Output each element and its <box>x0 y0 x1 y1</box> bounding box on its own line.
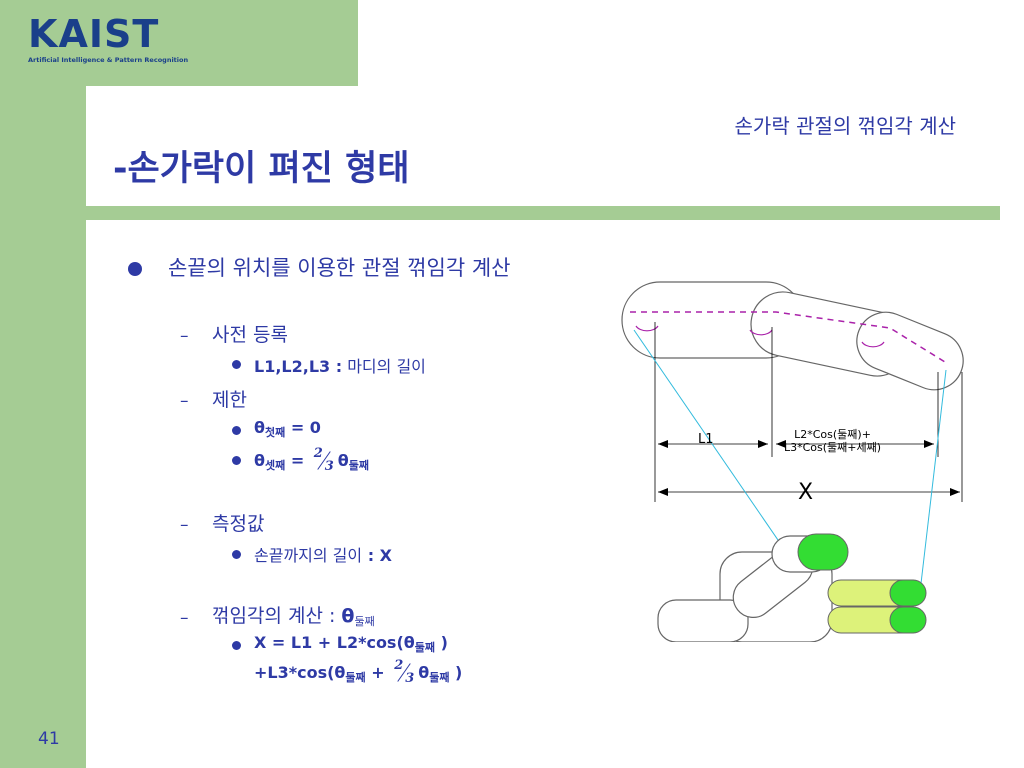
bullet-icon <box>232 360 241 369</box>
fingertip-length-item: 손끝까지의 길이 : X <box>254 542 392 566</box>
theta-symbol: θ <box>341 605 355 627</box>
logo-subtitle: Artificial Intelligence & Pattern Recogn… <box>28 56 189 64</box>
formula-line-1: X = L1 + L2*cos(θ둘째 ) <box>254 633 448 654</box>
dash-icon: – <box>180 608 189 628</box>
theta-third-eq: = <box>285 451 310 470</box>
lengths-item: L1,L2,L3 : 마디의 길이 <box>254 353 426 377</box>
segment-l3 <box>856 311 964 391</box>
fingertip-length-var: : X <box>362 546 393 565</box>
theta-symbol: θ <box>254 451 265 470</box>
bullet-icon <box>128 262 142 276</box>
top-green-bar <box>0 0 358 86</box>
fingertip-length-desc: 손끝까지의 길이 <box>254 546 363 565</box>
theta-second-sub: 둘째 <box>354 615 375 628</box>
joint-arc <box>635 325 659 332</box>
measured-text: 측정값 <box>212 513 265 535</box>
projection-line <box>919 369 947 593</box>
dash-icon: – <box>180 391 189 411</box>
theta-second-sub: 둘째 <box>348 459 370 472</box>
bullet-icon <box>232 426 241 435</box>
logo-wordmark: KAIST <box>28 12 160 56</box>
lengths-desc: 마디의 길이 <box>342 357 426 376</box>
theta-symbol: θ <box>337 451 349 470</box>
theta-third-sub: 셋째 <box>265 459 286 472</box>
label-x: X <box>798 480 814 505</box>
theta-symbol: θ <box>254 418 265 437</box>
joint-axis-line <box>630 311 946 363</box>
dash-icon: – <box>180 326 189 346</box>
index-tip-green <box>889 579 927 607</box>
theta-symbol: θ <box>418 663 430 682</box>
joint-arc <box>749 329 773 336</box>
bend-calc-text: 꺾임각의 계산 : <box>212 605 336 627</box>
bullet-icon <box>232 641 241 650</box>
lengths-label: L1,L2,L3 : <box>254 357 343 376</box>
thumb-tip-green <box>797 533 849 571</box>
theta-first-sub: 첫째 <box>265 426 286 439</box>
slide-title: -손가락이 펴진 형태 <box>113 149 410 189</box>
middle-tip-green <box>889 606 927 634</box>
joint-arc <box>861 341 885 348</box>
dict-register-text: 사전 등록 <box>212 324 288 346</box>
slide-number: 41 <box>38 729 60 749</box>
theta-first-item: θ첫째 = 0 <box>254 418 321 440</box>
label-l1: L1 <box>698 432 714 447</box>
finger-diagram-svg <box>621 281 964 643</box>
theta-symbol: θ <box>403 633 415 652</box>
constraint-text: 제한 <box>212 389 247 411</box>
left-green-bar <box>0 0 86 768</box>
wrist <box>657 599 749 643</box>
theta-symbol: θ <box>334 663 346 682</box>
theta-first-eq: = 0 <box>285 418 321 437</box>
title-divider <box>86 206 1000 220</box>
slide-subtitle: 손가락 관절의 꺾임각 계산 <box>734 114 956 138</box>
bullet-icon <box>232 456 241 465</box>
bullet-icon <box>232 550 241 559</box>
dash-icon: – <box>180 515 189 535</box>
bend-calc-item: 꺾임각의 계산 : θ둘째 <box>212 601 375 629</box>
label-l23: L2*Cos(둘째)+ L3*Cos(둘째+세째) <box>784 428 882 454</box>
kaist-logo: KAIST Artificial Intelligence & Pattern … <box>28 12 188 70</box>
finger-diagram: L1 L2*Cos(둘째)+ L3*Cos(둘째+세째) X <box>600 262 980 643</box>
main-bullet-text: 손끝의 위치를 이용한 관절 꺾임각 계산 <box>168 256 511 280</box>
